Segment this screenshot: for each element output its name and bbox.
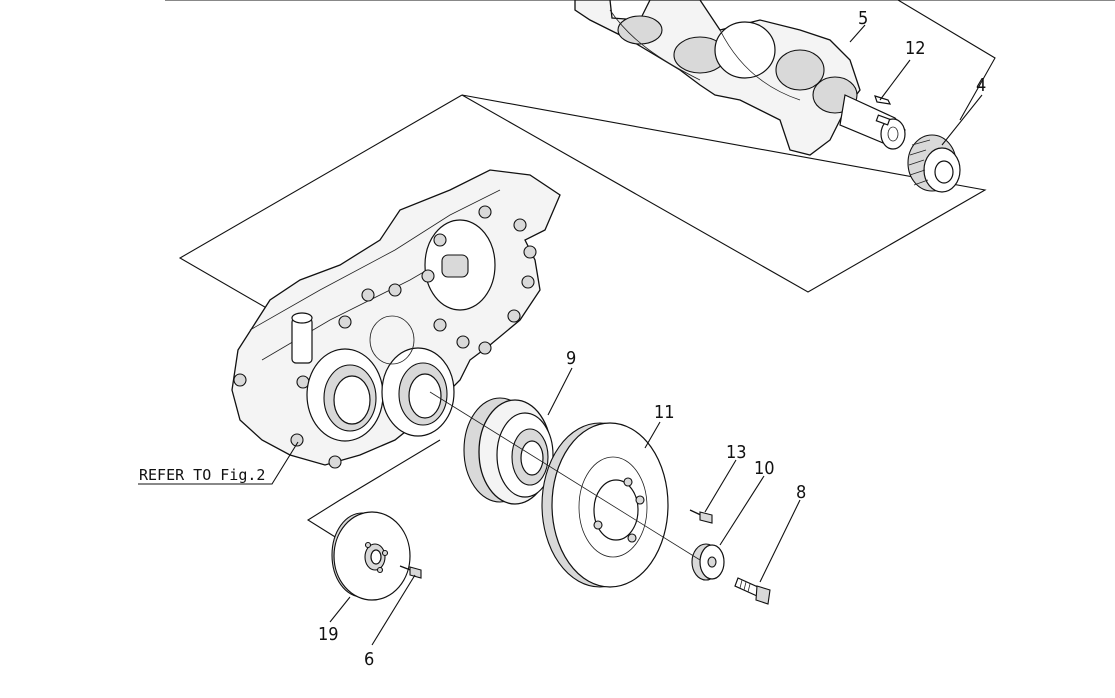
key-part [874, 95, 892, 105]
small-pulley [331, 511, 411, 601]
refer-to-fig-label: REFER TO Fig.2 [139, 466, 265, 484]
label-6: 6 [364, 649, 374, 670]
part-labels: 5 12 4 9 11 13 10 8 19 6 REFER TO Fig.2 [139, 8, 986, 670]
crank-pulley [463, 397, 554, 505]
leader-lines [138, 24, 983, 646]
label-9: 9 [566, 348, 576, 369]
label-10: 10 [754, 458, 775, 479]
assembly-bracket-lines [178, 0, 996, 541]
label-11: 11 [654, 402, 675, 423]
label-4: 4 [976, 75, 986, 96]
label-5: 5 [858, 8, 868, 29]
crank-gear [907, 134, 961, 193]
bolt-13 [689, 509, 713, 524]
label-8: 8 [796, 482, 806, 503]
washer-10 [691, 543, 725, 581]
bolt-6 [399, 565, 422, 579]
label-19: 19 [318, 624, 339, 645]
bolt-8 [734, 577, 771, 605]
label-13: 13 [726, 442, 747, 463]
crankshaft [574, 0, 906, 156]
damper-disc [541, 422, 669, 588]
center-axis-line [429, 391, 701, 561]
gear-case-housing [231, 169, 561, 469]
label-12: 12 [905, 38, 926, 59]
